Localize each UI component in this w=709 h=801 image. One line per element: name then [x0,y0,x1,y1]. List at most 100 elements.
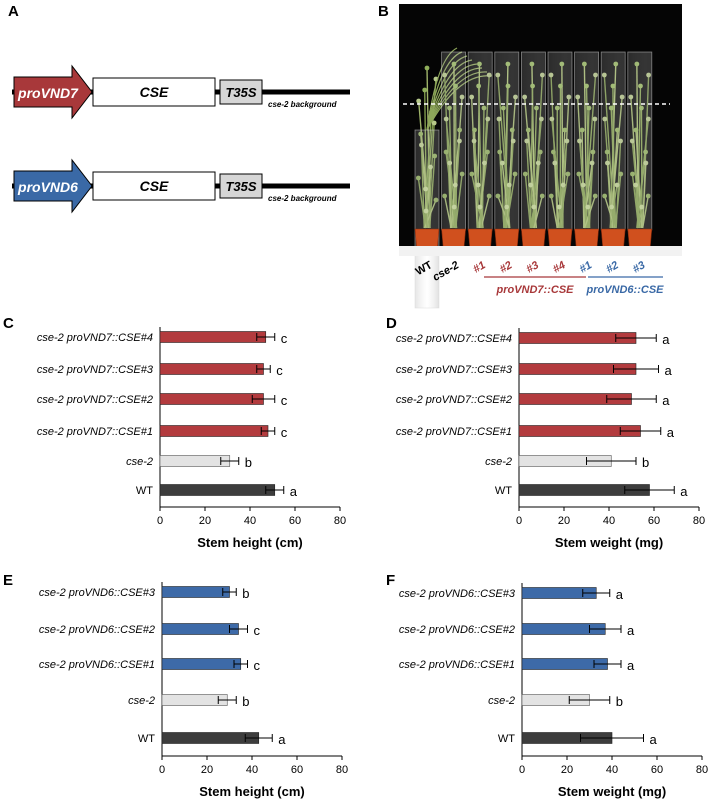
significance-letter: a [662,332,670,347]
x-axis-title: Stem height (cm) [197,535,302,550]
category-label: cse-2 [485,456,512,468]
category-label: cse-2 proVND6::CSE#2 [399,624,515,636]
plant-foliage [422,87,428,93]
x-tick-label: 20 [558,515,570,527]
category-label: cse-2 proVND6::CSE#2 [39,624,155,636]
x-tick-label: 60 [648,515,660,527]
category-label: cse-2 proVND6::CSE#1 [399,659,515,671]
background-label: cse-2 background [268,100,338,109]
category-label: cse-2 proVND6::CSE#3 [39,587,156,599]
significance-letter: b [616,694,623,709]
significance-letter: c [276,363,283,378]
significance-letter: b [242,694,249,709]
significance-letter: a [627,623,635,638]
panel-label-c: C [3,315,14,332]
plant-tube [467,51,493,231]
x-axis-title: Stem weight (mg) [555,535,663,550]
plant-photo [399,4,682,309]
category-label: cse-2 proVND7::CSE#4 [396,333,512,345]
bar [161,623,239,635]
x-axis-title: Stem weight (mg) [558,784,666,799]
photo-floor [399,246,682,256]
plant-foliage [431,120,437,126]
x-tick-label: 0 [159,764,165,776]
line-label-9: #3 [631,259,648,276]
bar [159,363,264,375]
promoter-arrow [13,64,93,120]
significance-letter: b [642,455,649,470]
panel-label-f: F [386,572,395,589]
plant-tube [521,51,546,231]
plant-branch [426,47,458,131]
bar [161,732,260,744]
plant-tube [441,51,467,231]
bar [161,658,242,670]
plant-tube [414,129,440,309]
category-label: cse-2 proVND7::CSE#3 [396,364,513,376]
promoter-label: proVND6 [17,179,78,195]
significance-letter: a [665,363,673,378]
x-tick-label: 80 [334,515,346,527]
category-label: cse-2 proVND7::CSE#1 [37,426,153,438]
category-label: cse-2 [488,695,515,707]
x-tick-label: 80 [693,515,705,527]
panel-label-e: E [3,572,13,589]
significance-letter: a [667,425,675,440]
plant-tubes [399,47,682,309]
x-tick-label: 40 [244,515,256,527]
plant-tube [574,51,599,231]
promoter-arrow [13,158,93,214]
category-label: WT [495,485,512,497]
category-label: cse-2 proVND7::CSE#4 [37,332,153,344]
x-axis-title: Stem height (cm) [199,784,304,799]
line-label-7: #1 [577,259,594,276]
terminator-label: T35S [225,85,256,100]
category-label: WT [136,485,153,497]
line-label-5: #3 [524,259,541,276]
plant-tube [494,51,520,231]
bar [159,425,269,437]
category-label: cse-2 proVND7::CSE#1 [396,426,512,438]
significance-letter: c [281,331,288,346]
line-label-4: #2 [498,259,515,276]
category-label: WT [138,733,155,745]
significance-letter: c [281,393,288,408]
background-label: cse-2 background [268,194,338,203]
category-label: cse-2 [126,456,153,468]
significance-letter: a [650,732,658,747]
significance-letter: a [680,484,688,499]
terminator-box [219,79,263,105]
line-label-3: #1 [471,259,488,276]
x-tick-label: 40 [606,764,618,776]
panel-label-a: A [8,3,19,20]
x-tick-label: 80 [336,764,348,776]
x-tick-label: 0 [516,515,522,527]
plant-foliage [424,65,430,71]
x-tick-label: 40 [246,764,258,776]
bar [159,331,267,343]
plant-foliage [416,98,422,104]
plant-tube [627,51,653,231]
gene-box [92,77,216,107]
bar [161,694,228,706]
group-label-vnd6: proVND6::CSE [585,284,664,296]
bar [159,455,231,467]
panel-label-d: D [386,315,397,332]
significance-letter: a [290,484,298,499]
gene-label: CSE [140,178,169,194]
category-label: cse-2 proVND7::CSE#2 [37,394,153,406]
x-tick-label: 60 [289,515,301,527]
significance-letter: a [616,587,624,602]
bar [159,393,264,405]
significance-letter: a [627,658,635,673]
x-tick-label: 20 [199,515,211,527]
x-tick-label: 80 [696,764,708,776]
significance-letter: c [254,658,261,673]
line-label-8: #2 [604,259,621,276]
